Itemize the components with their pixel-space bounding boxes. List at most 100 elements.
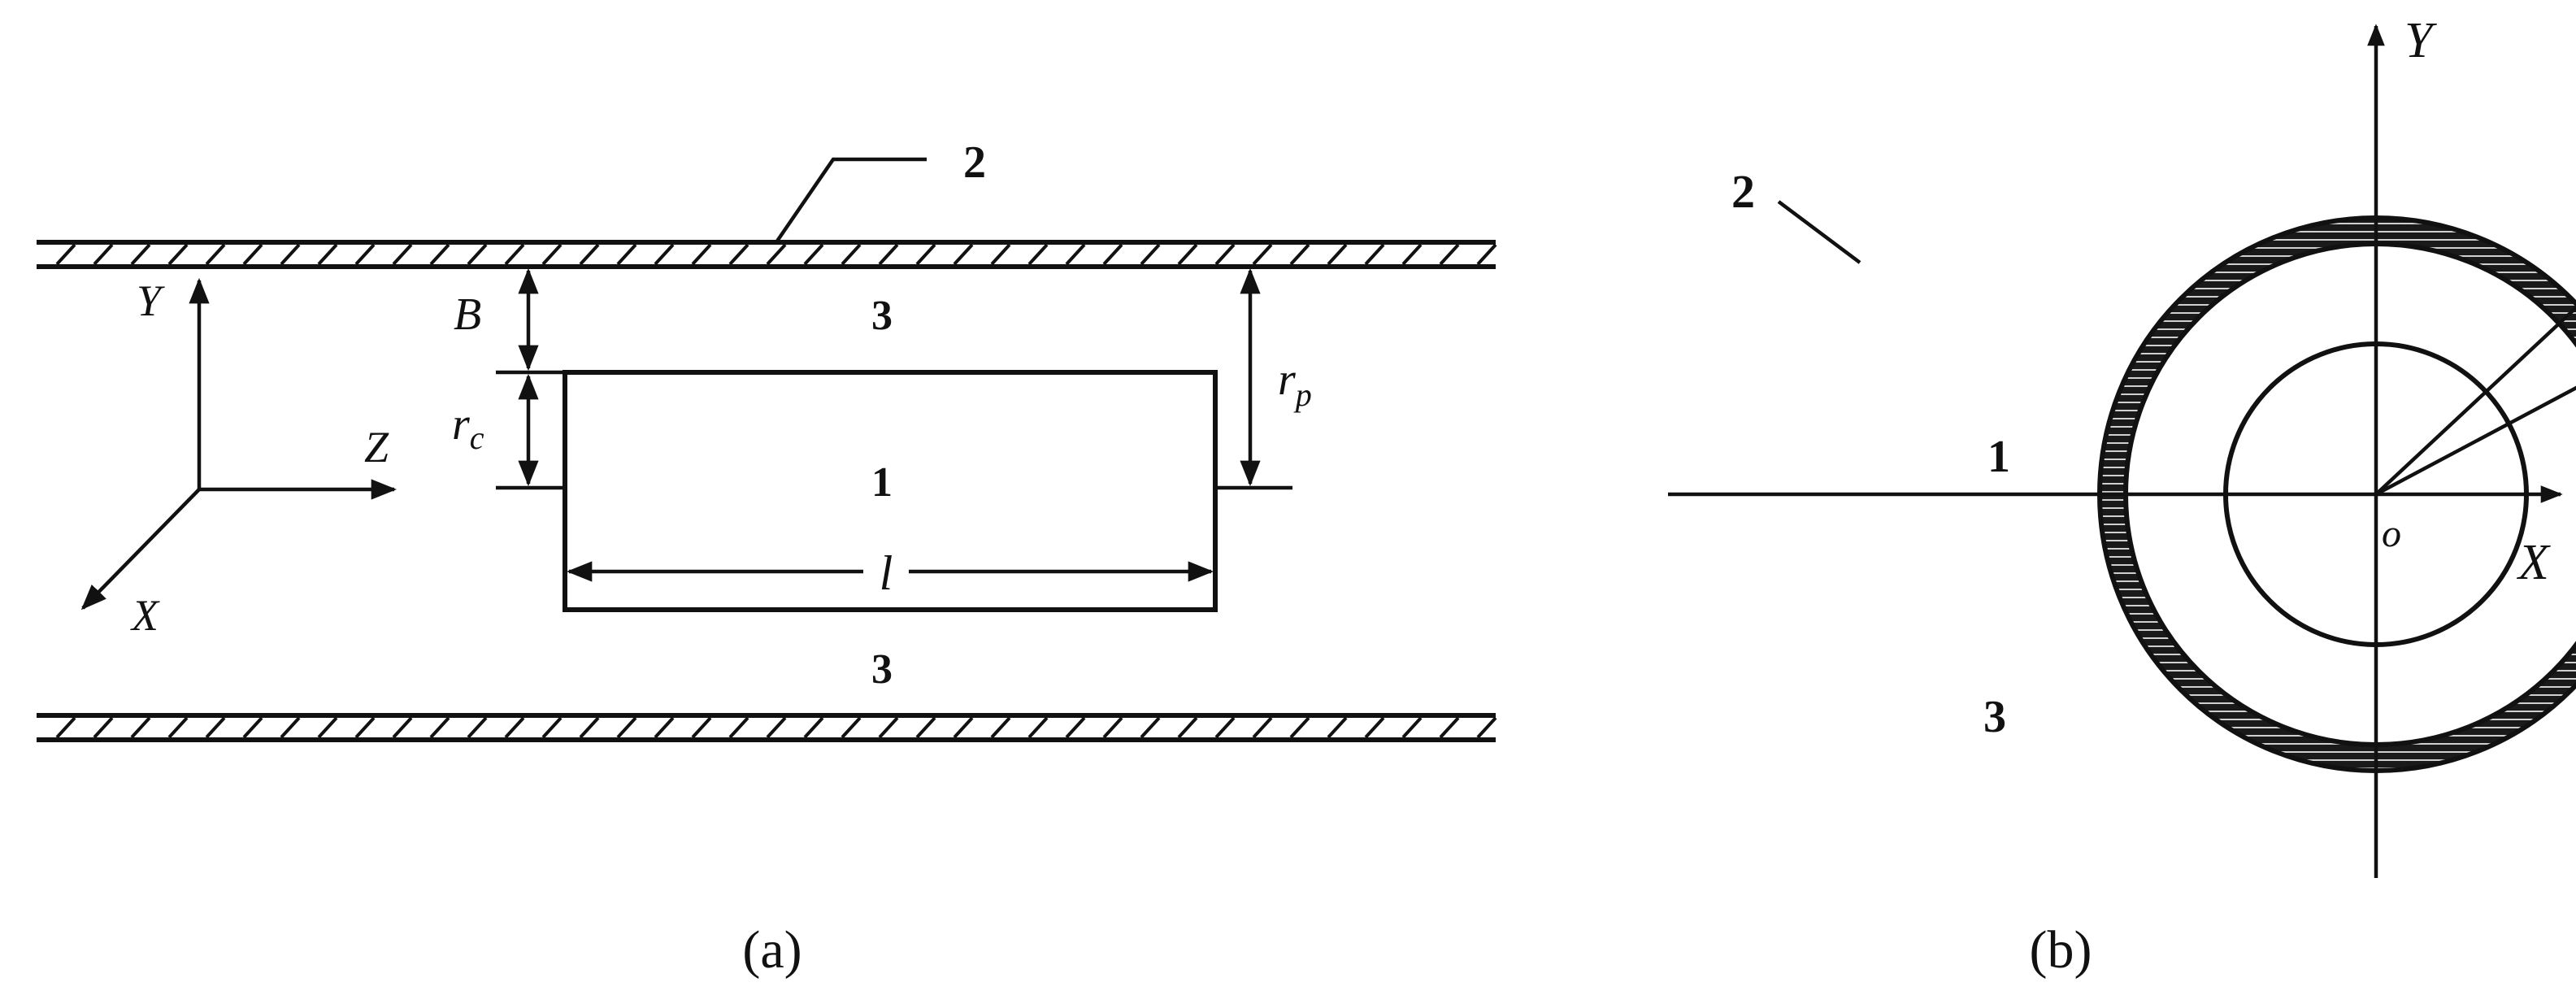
hatch-stroke [766, 243, 787, 266]
x-axis-a-label: X [130, 591, 160, 640]
y-axis-a-label: Y [137, 276, 165, 325]
gap-top-label: 3 [871, 293, 893, 339]
hatch-stroke [467, 716, 488, 739]
hatch-stroke [1102, 716, 1123, 739]
panel-a: 2 B rc rp l 3 1 3 Y [37, 137, 1497, 980]
hatch-stroke [354, 716, 376, 739]
hatch-stroke [915, 716, 936, 739]
hatch-stroke [1364, 243, 1385, 266]
hatch-stroke [1476, 716, 1497, 739]
hatch-stroke [766, 716, 787, 739]
hatch-stroke [1289, 243, 1310, 266]
gap-label-b: 3 [1983, 692, 2006, 742]
hatch-stroke [878, 716, 899, 739]
hatch-stroke [280, 243, 301, 266]
origin-label: o [2382, 512, 2401, 555]
hatch-stroke [1252, 243, 1273, 266]
hatch-stroke [242, 716, 263, 739]
bottom-pipe-wall [37, 713, 1497, 742]
hatch-stroke [1027, 243, 1049, 266]
hatch-stroke [1327, 243, 1348, 266]
hatch-stroke [915, 243, 936, 266]
hatch-stroke [803, 243, 824, 266]
hatch-stroke [504, 716, 525, 739]
hatch-stroke [691, 716, 712, 739]
hatch-stroke [616, 716, 637, 739]
hatch-stroke [392, 243, 413, 266]
hatch-stroke [841, 243, 862, 266]
hatch-stroke [1364, 716, 1385, 739]
hatch-stroke [1327, 716, 1348, 739]
hatch-stroke [205, 716, 226, 739]
hatch-stroke [1439, 716, 1460, 739]
panel-b: 2 1 3 o Y X dθ θ (b) [1668, 13, 2576, 980]
panel-a-caption: (a) [742, 920, 801, 980]
hatch-stroke [55, 243, 76, 266]
wall-leader-line-b [1777, 200, 1861, 264]
hatch-stroke [167, 243, 189, 266]
hatch-stroke [1177, 243, 1198, 266]
hatch-stroke [691, 243, 712, 266]
hatch-stroke [541, 716, 563, 739]
hatch-stroke [654, 716, 675, 739]
core-label: 1 [871, 459, 893, 506]
hatch-stroke [317, 243, 338, 266]
core-label-b: 1 [1987, 432, 2010, 482]
length-label: l [880, 546, 893, 600]
hatch-stroke [579, 243, 600, 266]
hatch-stroke [1140, 243, 1161, 266]
hatch-stroke [728, 716, 749, 739]
hatch-stroke [953, 243, 974, 266]
hatch-stroke [990, 243, 1011, 266]
x-axis-a [80, 488, 201, 611]
hatch-stroke [654, 243, 675, 266]
top-wall-hatching [55, 243, 1497, 266]
clearance-label: B [454, 289, 481, 340]
pipe-wall-ring [2100, 218, 2576, 771]
core-radius-label: rc [452, 399, 484, 456]
hatch-stroke [990, 716, 1011, 739]
panel-b-caption: (b) [2030, 920, 2092, 980]
coordinate-axes-a: Y Z X [80, 276, 397, 640]
hatch-stroke [1027, 716, 1049, 739]
x-axis-b-label: X [2516, 535, 2551, 590]
hatch-stroke [953, 716, 974, 739]
hatch-stroke [841, 716, 862, 739]
hatch-stroke [205, 243, 226, 266]
top-pipe-wall [37, 240, 1497, 269]
hatch-stroke [1177, 716, 1198, 739]
hatch-stroke [1252, 716, 1273, 739]
hatch-stroke [803, 716, 824, 739]
bottom-wall-hatching [55, 716, 1497, 739]
hatch-stroke [1065, 243, 1086, 266]
hatch-stroke [616, 243, 637, 266]
hatch-stroke [392, 716, 413, 739]
z-axis-a-label: Z [364, 423, 389, 472]
hatch-stroke [728, 243, 749, 266]
hatch-stroke [504, 243, 525, 266]
hatch-stroke [130, 716, 151, 739]
hatch-stroke [242, 243, 263, 266]
hatch-stroke [1401, 716, 1423, 739]
hatch-stroke [1401, 243, 1423, 266]
hatch-stroke [1102, 243, 1123, 266]
hatch-stroke [1289, 716, 1310, 739]
gap-bottom-label: 3 [871, 646, 893, 693]
hatch-stroke [1140, 716, 1161, 739]
hatch-stroke [429, 243, 450, 266]
pipe-radius-label: rp [1278, 354, 1312, 413]
hatch-stroke [467, 243, 488, 266]
hatch-stroke [55, 716, 76, 739]
length-label-backing [863, 543, 909, 600]
hatch-stroke [167, 716, 189, 739]
hatch-stroke [317, 716, 338, 739]
hatch-stroke [579, 716, 600, 739]
wall-leader-line [775, 157, 927, 244]
hatch-stroke [1214, 716, 1236, 739]
hatch-stroke [541, 243, 563, 266]
hatch-stroke [93, 716, 114, 739]
radial-line-theta [2374, 385, 2576, 496]
hatch-stroke [280, 716, 301, 739]
radial-line-dtheta [2374, 305, 2576, 496]
